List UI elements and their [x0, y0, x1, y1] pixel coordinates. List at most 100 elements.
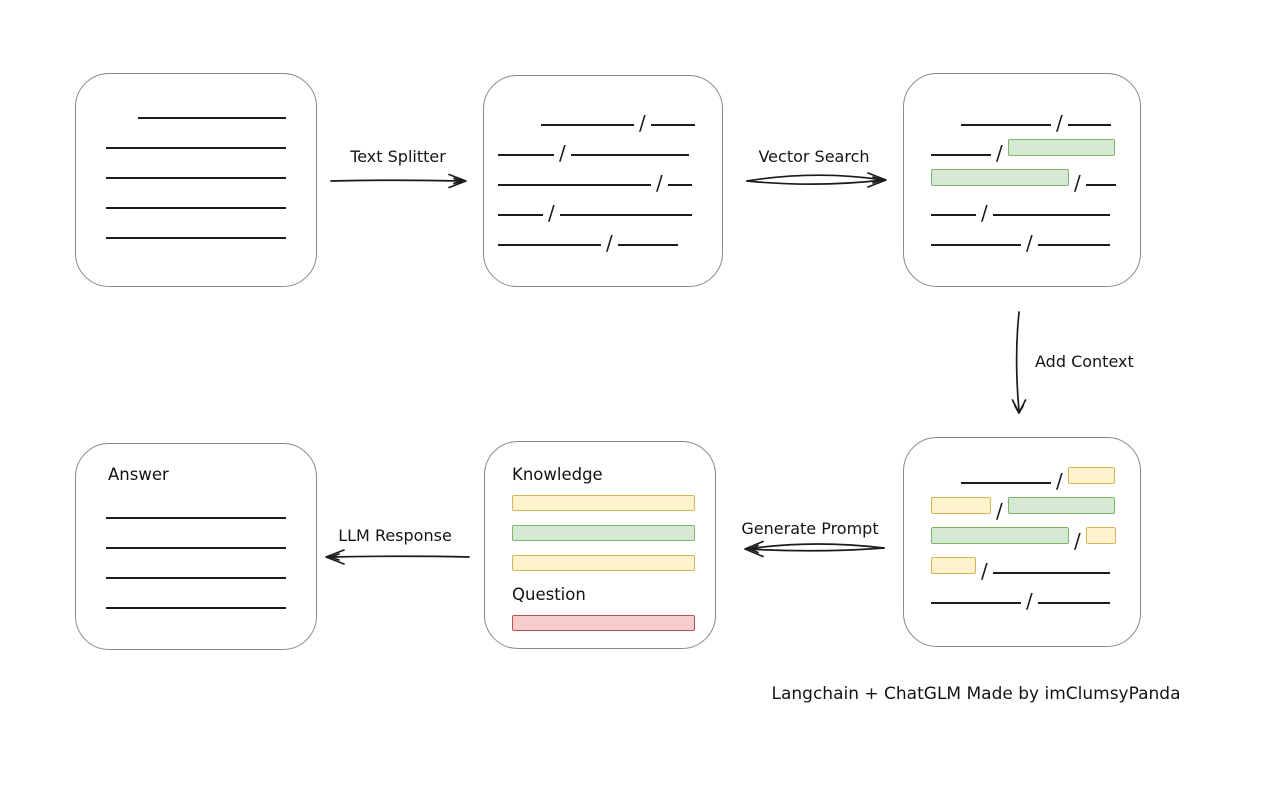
arrow-shaft — [1015, 311, 1020, 412]
text-line — [1085, 184, 1116, 186]
vector-search-arrow — [746, 172, 887, 188]
text-line-row — [76, 89, 308, 119]
text-line-row — [76, 519, 316, 549]
yellow-highlight-bar — [931, 557, 976, 574]
arrow-head-right-icon — [867, 172, 887, 188]
text-line — [559, 214, 692, 216]
llm-response-arrow — [325, 549, 470, 565]
text-line — [106, 237, 286, 239]
text-line — [931, 602, 1021, 604]
arrow-head-inner-icon — [1014, 405, 1024, 414]
text-line — [961, 482, 1051, 484]
vector-matched-chunks-node: ///// — [903, 73, 1141, 287]
answer-label: Answer — [108, 465, 169, 484]
chunk-row: / — [918, 484, 1132, 521]
arrow-head-inner-icon — [872, 176, 883, 184]
source-document-node — [75, 73, 317, 287]
prompt-node: Knowledge Question — [484, 441, 716, 649]
red-highlight-bar — [512, 615, 695, 631]
chunk-separator-slash: / — [1056, 469, 1063, 493]
context-chunks-node: ///// — [903, 437, 1141, 647]
text-line — [541, 124, 634, 126]
arrow-shaft — [328, 555, 470, 558]
text-line — [106, 577, 286, 579]
chunk-row: / — [918, 216, 1132, 253]
chunk-separator-slash: / — [1026, 231, 1033, 255]
question-label: Question — [512, 585, 586, 604]
chunk-row: / — [498, 156, 714, 193]
text-line — [498, 214, 543, 216]
yellow-highlight-bar — [1067, 467, 1115, 484]
text-splitter-label: Text Splitter — [350, 147, 446, 166]
text-line — [992, 214, 1110, 216]
generate-prompt-label: Generate Prompt — [741, 519, 879, 538]
knowledge-bars — [512, 495, 695, 571]
chunk-row: / — [918, 544, 1132, 581]
chunk-row: / — [918, 156, 1132, 193]
chunk-row: / — [498, 216, 714, 253]
chunk-row: / — [918, 574, 1132, 611]
chunk-separator-slash: / — [996, 499, 1003, 523]
arrow-head-inner-icon — [453, 177, 464, 185]
chunk-separator-slash: / — [656, 171, 663, 195]
chunk-row: / — [498, 186, 714, 223]
text-line-row — [76, 489, 316, 519]
text-line — [106, 147, 286, 149]
text-line — [498, 154, 554, 156]
text-line-row — [76, 119, 308, 149]
vector-search-label: Vector Search — [758, 147, 870, 166]
generate-prompt-arrow — [744, 540, 885, 558]
text-line — [931, 244, 1021, 246]
yellow-highlight-bar — [931, 497, 991, 514]
arrow-head-left-icon — [744, 540, 764, 558]
text-line — [106, 517, 286, 519]
answer-node: Answer — [75, 443, 317, 650]
chunk-separator-slash: / — [1026, 589, 1033, 613]
text-line — [106, 177, 286, 179]
text-line — [1037, 602, 1110, 604]
green-highlight-bar — [1007, 139, 1115, 156]
arrow-shaft — [746, 174, 885, 182]
text-line — [650, 124, 695, 126]
text-line — [498, 244, 601, 246]
text-line — [498, 184, 651, 186]
text-line — [570, 154, 689, 156]
split-chunks-node: ///// — [483, 75, 723, 287]
arrow-shaft — [746, 547, 885, 552]
yellow-highlight-bar — [512, 495, 695, 511]
chunk-separator-slash: / — [996, 141, 1003, 165]
text-line-row — [76, 179, 308, 209]
chunk-row: / — [918, 186, 1132, 223]
question-bars — [512, 615, 695, 631]
green-highlight-bar — [931, 169, 1069, 186]
chunk-separator-slash: / — [639, 111, 646, 135]
arrow-shaft — [746, 543, 885, 550]
text-line — [138, 117, 286, 119]
add-context-label: Add Context — [1035, 352, 1134, 371]
green-highlight-bar — [1007, 497, 1115, 514]
text-line — [992, 572, 1110, 574]
text-line — [106, 547, 286, 549]
text-line — [1067, 124, 1111, 126]
arrow-head-down-icon — [1011, 399, 1027, 414]
green-highlight-bar — [512, 525, 695, 541]
arrow-head-inner-icon — [748, 544, 759, 554]
text-line — [106, 207, 286, 209]
yellow-highlight-bar — [512, 555, 695, 571]
knowledge-label: Knowledge — [512, 465, 603, 484]
text-line — [106, 607, 286, 609]
chunk-rows: ///// — [904, 74, 1140, 253]
text-line-row — [76, 149, 308, 179]
chunk-row: / — [918, 454, 1132, 491]
arrow-head-left-icon — [325, 549, 345, 565]
chunk-row: / — [918, 126, 1132, 163]
text-line-row — [76, 549, 316, 579]
chunk-separator-slash: / — [1056, 111, 1063, 135]
llm-response-label: LLM Response — [338, 526, 452, 545]
chunk-separator-slash: / — [559, 141, 566, 165]
chunk-separator-slash: / — [981, 559, 988, 583]
chunk-row: / — [498, 126, 714, 163]
chunk-row: / — [498, 96, 714, 133]
text-splitter-arrow — [330, 173, 467, 189]
